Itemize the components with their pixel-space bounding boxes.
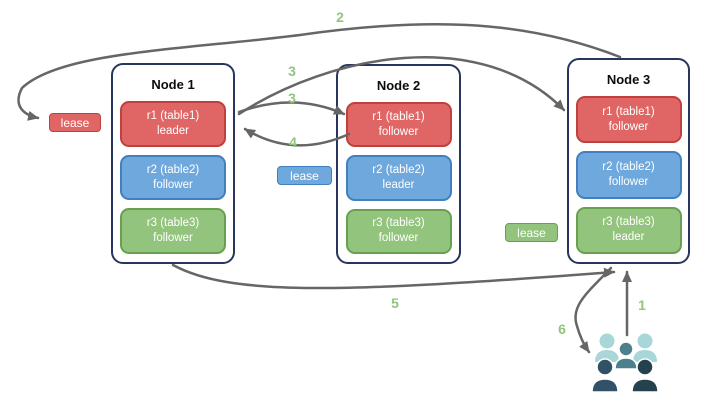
replica-role: leader [157, 124, 189, 137]
replica-role: follower [378, 232, 419, 245]
node-1-replica-r3: r3 (table3) follower [120, 208, 226, 255]
users-icon [592, 333, 659, 393]
replica-role: leader [382, 178, 415, 191]
replica-role: follower [153, 232, 193, 245]
node-3-replica-r3: r3 (table3) leader [575, 206, 682, 254]
replica-name: r1 (table1) [146, 109, 200, 122]
node-3-replica-r2: r2 (table2) follower [575, 151, 682, 199]
node-2: Node 2 r1 (table1) follower r2 (table2) … [336, 64, 461, 264]
replica-name: r2 (table2) [602, 161, 655, 174]
node-1-title: Node 1 [151, 77, 195, 92]
replica-name: r3 (table3) [372, 217, 425, 230]
step-label-6: 6 [558, 321, 566, 337]
lease-tag-table2: lease [277, 166, 332, 185]
replica-name: r1 (table1) [602, 105, 655, 118]
node-2-title: Node 2 [376, 78, 421, 93]
node-1-replica-r2: r2 (table2) follower [120, 154, 226, 201]
node-3-replica-r1: r1 (table1) follower [575, 96, 682, 144]
replica-role: follower [608, 120, 649, 133]
step-label-3a: 3 [288, 63, 296, 79]
lease-tag-table3: lease [505, 223, 558, 242]
step-label-2: 2 [336, 9, 344, 25]
node-2-replica-r3: r3 (table3) follower [345, 208, 452, 254]
node-3-title: Node 3 [606, 72, 651, 87]
replica-role: follower [608, 175, 649, 188]
node-1-replica-r1: r1 (table1) leader [120, 101, 226, 147]
step-label-5: 5 [391, 295, 399, 311]
replica-name: r2 (table2) [372, 164, 425, 177]
replica-name: r3 (table3) [602, 216, 655, 229]
node-1: Node 1 r1 (table1) leader r2 (table2) fo… [111, 63, 235, 264]
replica-role: leader [612, 231, 645, 244]
step-label-3b: 3 [288, 90, 296, 106]
node-3: Node 3 r1 (table1) follower r2 (table2) … [567, 58, 690, 264]
arrow-step-2-node3-to-lease1 [17, 22, 622, 121]
node-2-replica-r2: r2 (table2) leader [345, 155, 452, 201]
lease-tag-table1: lease [49, 113, 101, 132]
replica-name: r2 (table2) [146, 163, 200, 176]
replica-name: r1 (table1) [372, 110, 425, 123]
node-2-replica-r1: r1 (table1) follower [345, 102, 452, 148]
arrow-step-5-node1-to-node3 [171, 263, 616, 290]
replica-role: follower [378, 125, 419, 138]
step-label-4: 4 [289, 134, 297, 150]
step-label-1: 1 [638, 297, 646, 313]
replica-name: r3 (table3) [146, 217, 200, 230]
replica-role: follower [153, 178, 193, 191]
